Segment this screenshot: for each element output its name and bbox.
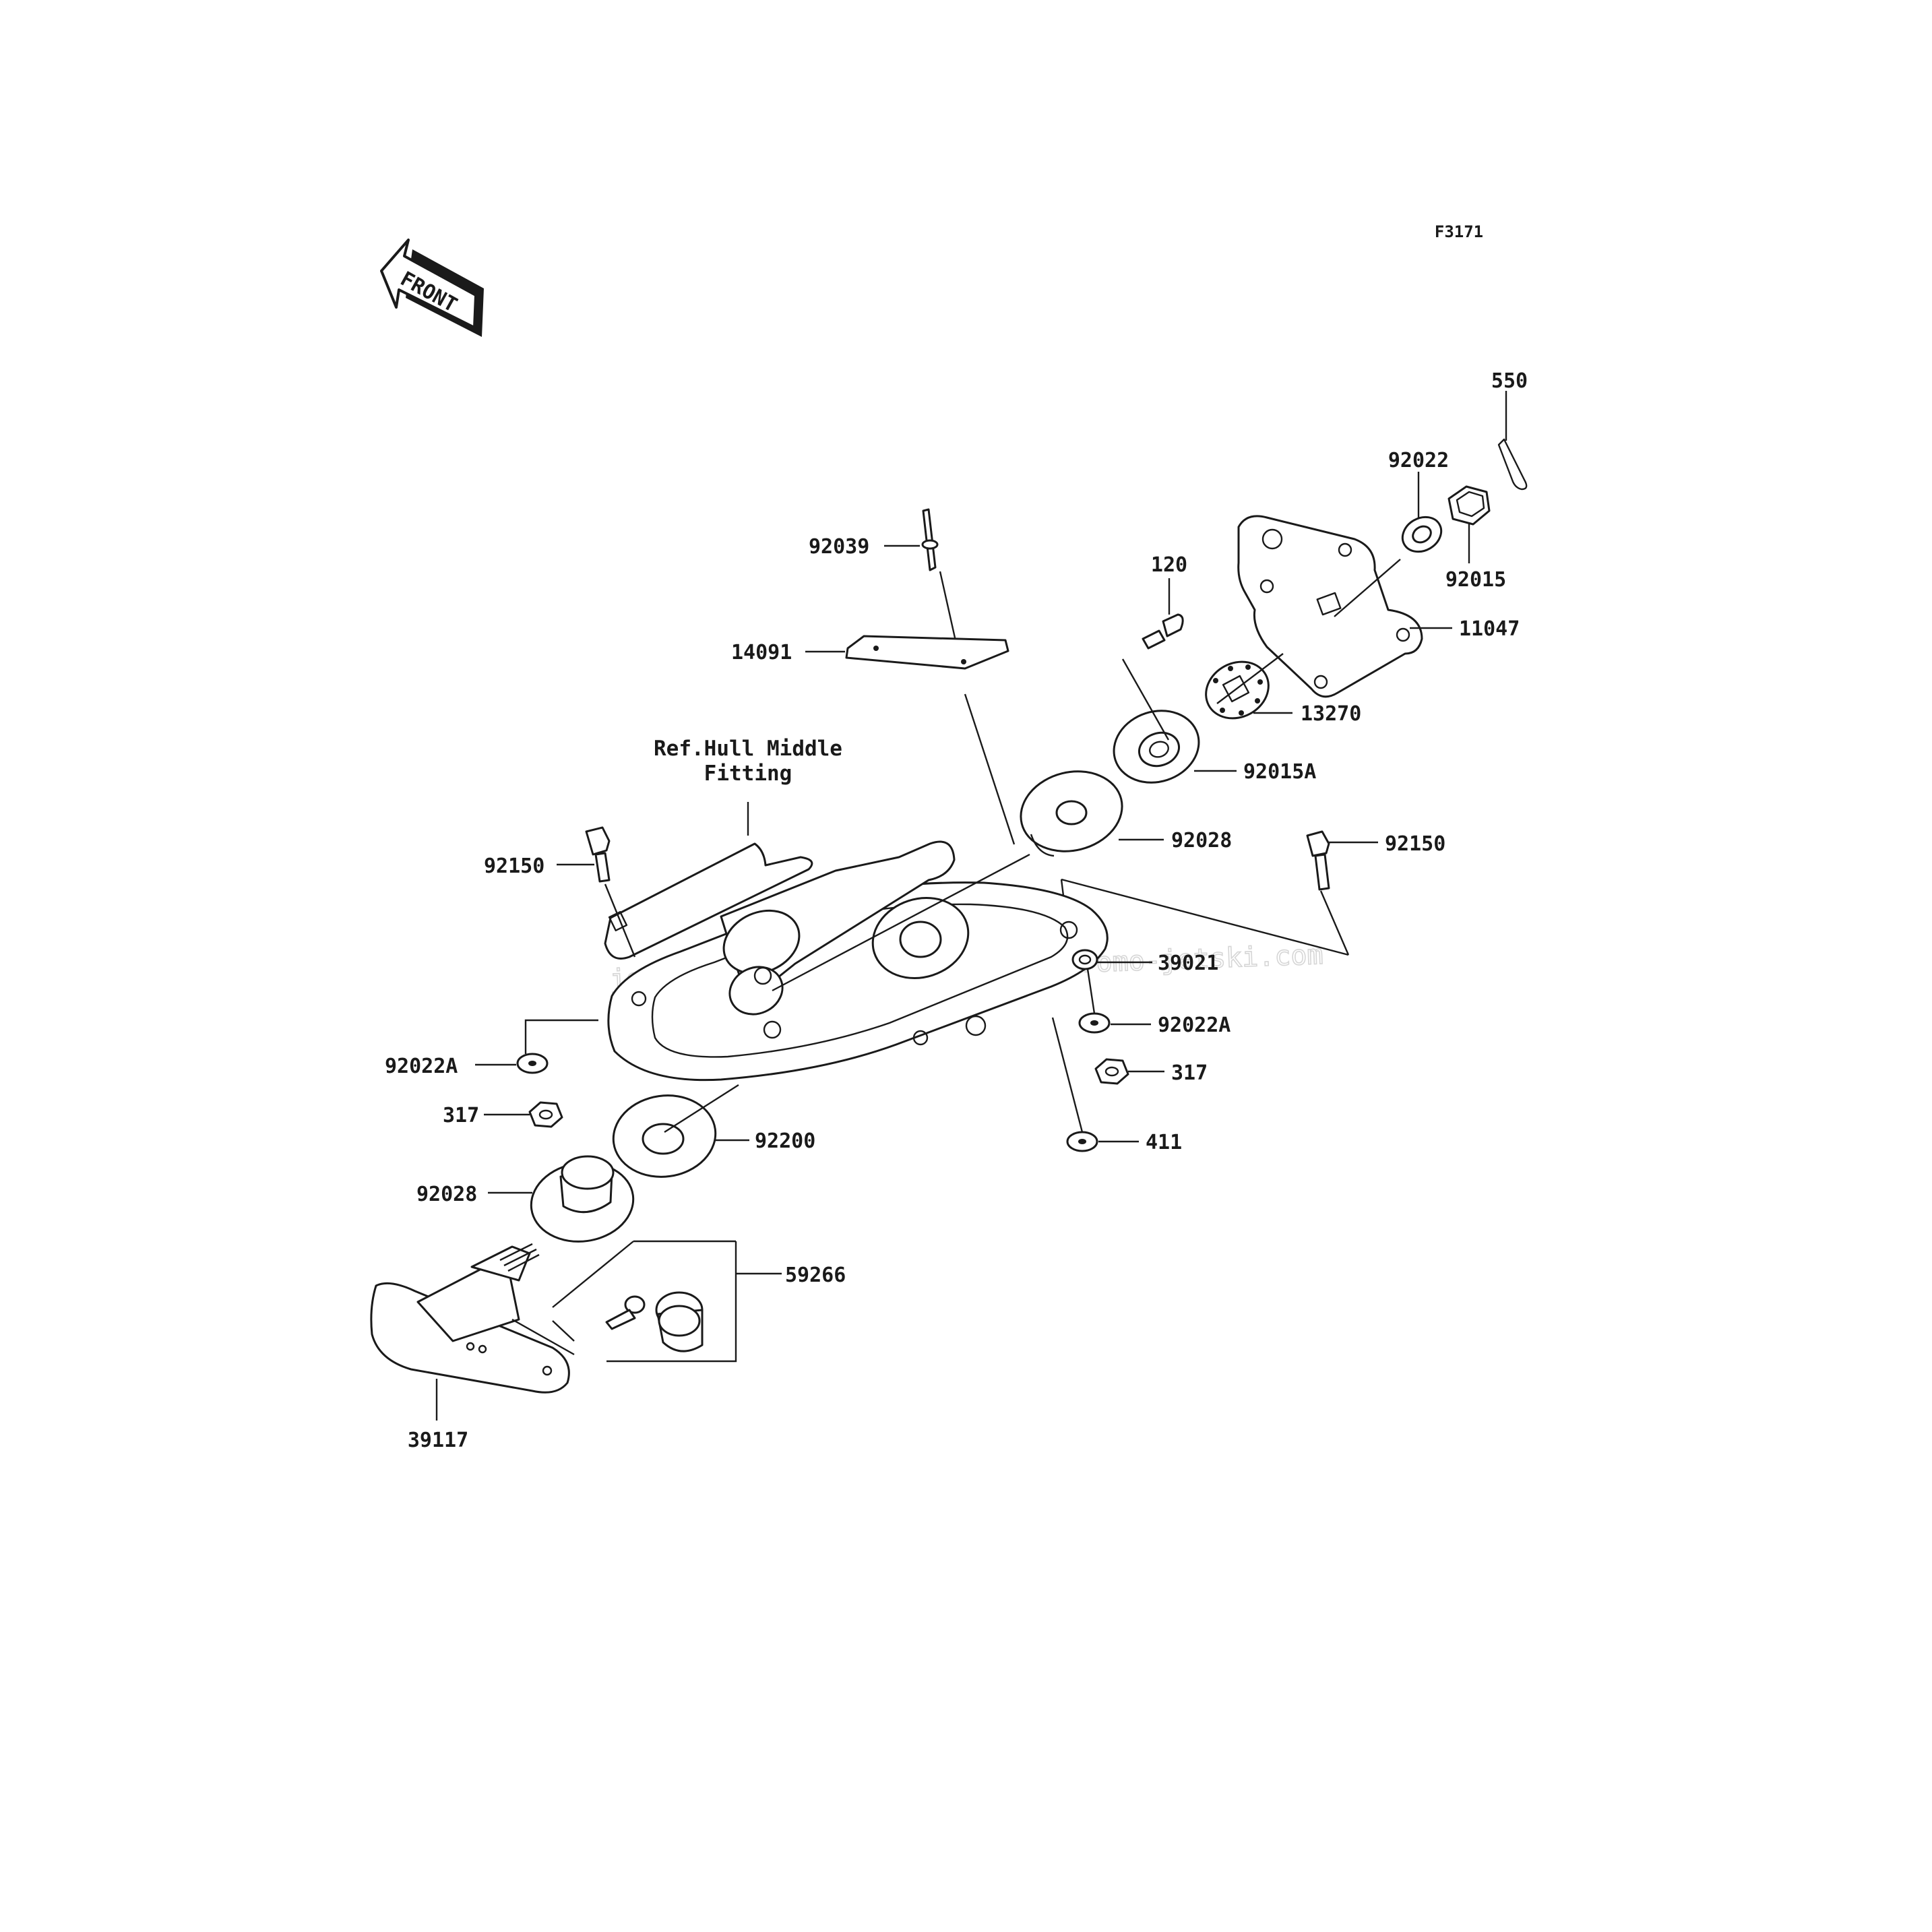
leader-line <box>552 1241 634 1308</box>
leader-line <box>964 693 1016 845</box>
callout-92022A-right: 92022A <box>1158 1014 1230 1037</box>
flange-bolt-part <box>585 826 611 883</box>
washer-part <box>1066 1131 1098 1152</box>
callout-92022A-left: 92022A <box>385 1055 458 1078</box>
callout-92015: 92015 <box>1445 568 1506 592</box>
flange-bolt-part <box>1306 830 1330 891</box>
figure-code: F3171 <box>1435 222 1483 241</box>
leader-line <box>1121 658 1170 741</box>
leader-line <box>524 1019 598 1054</box>
bolt-part <box>1142 613 1184 650</box>
callout-59266: 59266 <box>785 1264 846 1287</box>
callout-317-left: 317 <box>443 1104 479 1127</box>
leader-line <box>664 1084 739 1133</box>
collar-part <box>1113 710 1200 784</box>
callout-92200: 92200 <box>755 1129 815 1153</box>
callout-92015A: 92015A <box>1243 760 1316 784</box>
callout-11047: 11047 <box>1459 617 1520 641</box>
reference-note-line-1: Ref.Hull Middle <box>654 737 842 761</box>
callout-92150-left: 92150 <box>484 854 544 878</box>
leader-line <box>1319 890 1350 956</box>
leader-line <box>604 883 636 958</box>
washer-part <box>516 1053 549 1074</box>
leader-line <box>1216 653 1284 704</box>
reference-note-line-2: Fitting <box>704 761 792 786</box>
damper-disc-part <box>1205 660 1270 720</box>
callout-13270: 13270 <box>1301 702 1361 726</box>
plate-part <box>845 635 1009 670</box>
leader-line <box>552 1320 575 1342</box>
callout-411: 411 <box>1146 1131 1182 1154</box>
grommet-part <box>530 1155 635 1243</box>
steering-bracket-base-part <box>607 840 1109 1082</box>
washer-part <box>1078 1012 1111 1034</box>
callout-317-right: 317 <box>1171 1061 1208 1085</box>
cap-part <box>655 1291 704 1352</box>
callout-39117: 39117 <box>408 1429 468 1452</box>
callout-39021: 39021 <box>1158 952 1218 975</box>
callout-92028-upper: 92028 <box>1171 829 1232 852</box>
leader-line <box>606 1241 737 1363</box>
hull-middle-fitting-bracket <box>604 842 813 960</box>
callout-92028-lower: 92028 <box>416 1183 477 1206</box>
cotter-pin-part <box>1497 438 1528 491</box>
callout-92150-right: 92150 <box>1385 832 1445 856</box>
leader-line <box>1061 878 1349 956</box>
grommet-part <box>1020 770 1123 857</box>
spacer-washer-part <box>612 1094 717 1178</box>
callout-92022: 92022 <box>1388 449 1449 472</box>
washer-part <box>1401 516 1443 553</box>
pin-part <box>921 508 939 571</box>
leader-line <box>511 1318 575 1356</box>
callout-120: 120 <box>1151 553 1187 577</box>
screw-part <box>605 1295 646 1330</box>
front-direction-arrow-icon: FRONT <box>380 239 484 337</box>
hex-nut-part <box>528 1101 563 1128</box>
bracket-plate-part <box>1237 515 1423 698</box>
leader-line <box>772 853 1030 992</box>
callout-92039: 92039 <box>809 535 869 559</box>
castle-nut-part <box>1447 485 1491 526</box>
leader-line <box>1086 968 1096 1014</box>
steering-arm-part <box>370 1243 570 1394</box>
collar-part <box>1071 949 1098 970</box>
callout-14091: 14091 <box>731 641 792 664</box>
leader-line <box>1334 559 1401 617</box>
leader-line <box>1051 1017 1084 1133</box>
callout-550: 550 <box>1491 369 1528 393</box>
hex-nut-part <box>1094 1058 1129 1085</box>
